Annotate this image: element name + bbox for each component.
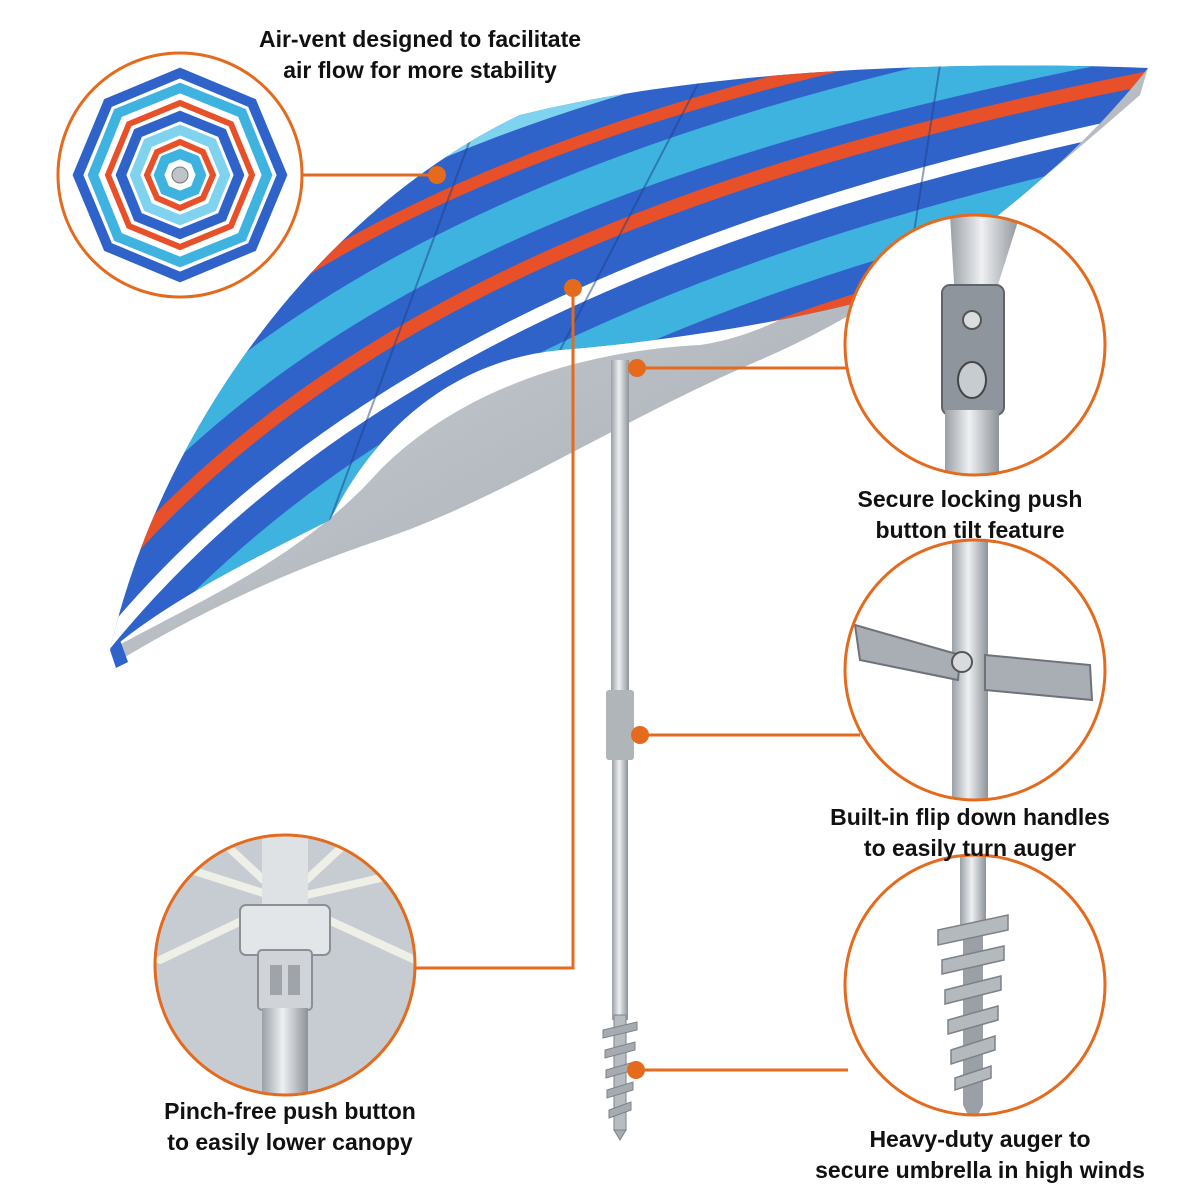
tilt-caption-line2: button tilt feature	[875, 517, 1065, 543]
pinch-caption-line2: to easily lower canopy	[167, 1129, 413, 1155]
handles-caption-line1: Built-in flip down handles	[830, 804, 1110, 830]
pinch-inset	[153, 833, 417, 1097]
umbrella-pole	[611, 360, 629, 690]
handles-caption: Built-in flip down handles to easily tur…	[800, 802, 1140, 864]
auger-caption: Heavy-duty auger to secure umbrella in h…	[760, 1124, 1200, 1186]
auger-caption-line2: secure umbrella in high winds	[815, 1157, 1145, 1183]
auger-caption-line1: Heavy-duty auger to	[869, 1126, 1091, 1152]
air-vent-caption-line1: Air-vent designed to facilitate	[258, 26, 582, 52]
air-vent-inset	[56, 51, 304, 299]
pinch-caption: Pinch-free push button to easily lower c…	[120, 1096, 460, 1158]
canopy-tip	[110, 640, 128, 668]
connector-dots	[428, 166, 649, 1079]
air-vent-caption: Air-vent designed to facilitate air flow…	[200, 24, 640, 86]
tilt-caption: Secure locking push button tilt feature	[820, 484, 1120, 546]
pole-joint	[606, 690, 634, 760]
auger-inset	[843, 853, 1107, 1117]
pole-auger	[602, 1014, 638, 1141]
air-vent-caption-line2: air flow for more stability	[283, 57, 557, 83]
connector-lines	[296, 173, 860, 1072]
pinch-caption-line1: Pinch-free push button	[164, 1098, 416, 1124]
handles-caption-line2: to easily turn auger	[863, 835, 1077, 861]
tilt-caption-line1: Secure locking push	[857, 486, 1083, 512]
handles-inset	[843, 538, 1107, 802]
lower-pole	[612, 760, 628, 1020]
tilt-inset	[843, 213, 1107, 477]
